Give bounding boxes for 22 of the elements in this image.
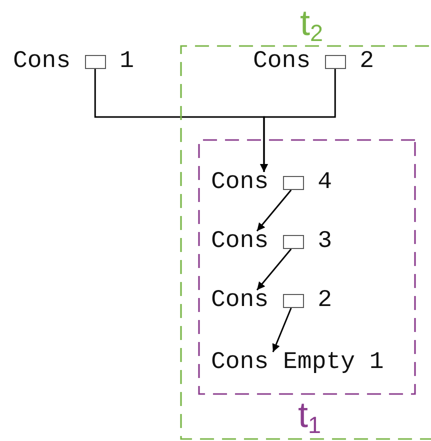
cell-text: Cons: [211, 290, 269, 312]
cell-text: 2: [360, 51, 374, 73]
cell-text: 3: [318, 231, 332, 253]
cell-text: 4: [318, 172, 332, 194]
cell-text: 1: [120, 51, 134, 73]
arrow: [260, 69, 336, 172]
arrow: [272, 308, 292, 352]
cell-text: Cons: [253, 51, 311, 73]
cell-text: Cons Empty 1: [211, 352, 384, 374]
pointer-box: [282, 235, 304, 249]
region-label: t$_{2}$: [300, 5, 324, 48]
pointer-box: [282, 294, 304, 308]
pointer-box: [282, 176, 304, 190]
arrow: [256, 248, 292, 290]
cell-text: 2: [318, 290, 332, 312]
cell-text: Cons: [13, 51, 71, 73]
pointer-box: [324, 55, 346, 69]
pointer-box: [84, 55, 106, 69]
arrow: [256, 190, 292, 232]
region-label: t$_{1}$: [298, 397, 322, 440]
cell-text: Cons: [211, 172, 269, 194]
cell-text: Cons: [211, 231, 269, 253]
